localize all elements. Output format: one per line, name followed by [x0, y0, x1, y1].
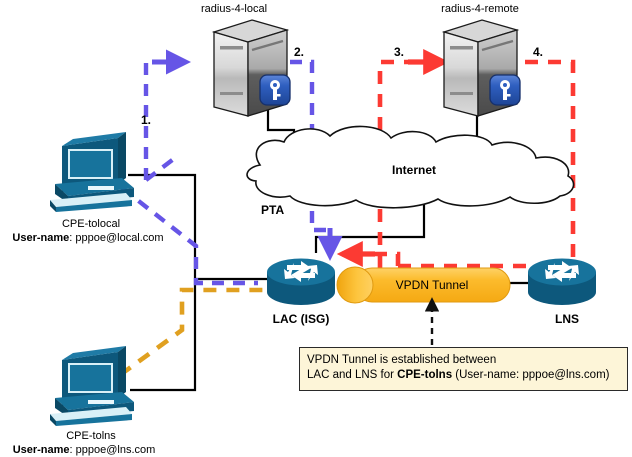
vpdn-tunnel-shape: [336, 266, 511, 304]
vpdn-callout-box: VPDN Tunnel is established between LAC a…: [299, 347, 628, 391]
router-label-lac: LAC (ISG): [272, 312, 330, 326]
callout-line-2: LAC and LNS for CPE-tolns (User-name: pp…: [307, 368, 620, 383]
cloud-label-internet: Internet: [391, 163, 437, 177]
host-username-cpe-tolns: User-name: pppoe@lns.com: [13, 444, 156, 457]
key-badge-remote: [489, 74, 521, 106]
step-number-2: 2.: [294, 45, 305, 59]
step-number-4: 4.: [533, 45, 544, 59]
username-key-tolns: User-name: [12, 444, 70, 456]
callout-line-2-suffix: (User-name: pppoe@lns.com): [452, 369, 610, 381]
server-label-radius-4-remote: radius-4-remote: [441, 3, 519, 15]
callout-line-1: VPDN Tunnel is established between: [307, 354, 497, 366]
router-lns: [528, 258, 596, 305]
flow-remote-path: [350, 59, 576, 269]
cloud-label-pta: PTA: [261, 203, 285, 217]
server-label-radius-4-local: radius-4-local: [200, 3, 268, 15]
key-badge-local: [259, 74, 291, 106]
internet-cloud: [246, 125, 575, 209]
step-number-1: 1.: [141, 113, 152, 127]
callout-line-2-device: CPE-tolns: [397, 369, 453, 381]
router-lac: [267, 258, 335, 305]
vpdn-tunnel-label: VPDN Tunnel: [395, 278, 469, 292]
host-cpe-tolocal: [50, 132, 134, 212]
host-label-cpe-tolocal: CPE-tolocal: [61, 218, 121, 230]
username-value-tolns: : pppoe@lns.com: [69, 444, 156, 456]
username-key-tolocal: User-name: [12, 232, 70, 244]
callout-line-2-prefix: LAC and LNS for: [307, 369, 398, 381]
host-username-cpe-tolocal: User-name: pppoe@local.com: [12, 232, 163, 245]
host-label-cpe-tolns: CPE-tolns: [66, 430, 116, 442]
router-label-lns: LNS: [555, 312, 579, 326]
username-value-tolocal: : pppoe@local.com: [69, 232, 164, 244]
step-number-3: 3.: [394, 45, 405, 59]
flow-tolns-path: [118, 287, 290, 377]
host-cpe-tolns: [50, 346, 134, 426]
